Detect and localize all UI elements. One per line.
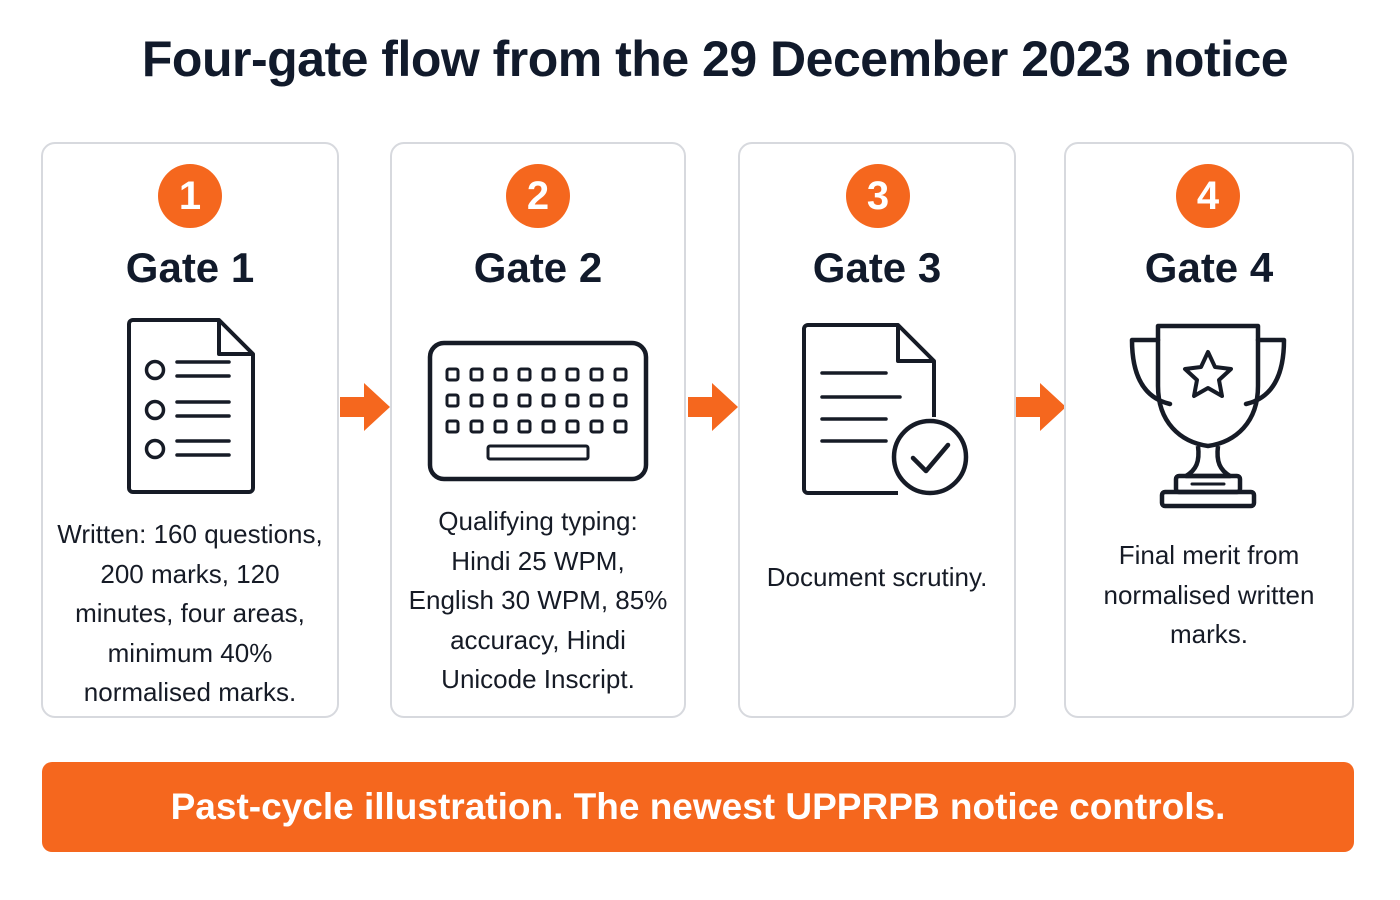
gate-title-2: Gate 2 (473, 244, 603, 291)
gate-title-4: Gate 4 (1144, 244, 1274, 291)
gate-card-2: 2 Gate 2 (390, 142, 686, 718)
trophy-icon (1129, 323, 1287, 509)
gate-number-badge-2: 2 (506, 164, 570, 228)
gate-number-badge-4: 4 (1176, 164, 1240, 228)
flow-arrow-1-to-2 (340, 383, 390, 431)
gate-card-1: 1 Gate 1 Written: 160 questions, 200 mar… (41, 142, 339, 718)
gate-card-4: 4 Gate 4 Final merit from normalised wri… (1064, 142, 1354, 718)
checklist-document-icon (127, 318, 255, 494)
gate-title-1: Gate 1 (125, 244, 255, 291)
document-check-icon (802, 323, 969, 496)
flow-arrow-2-to-3 (688, 383, 738, 431)
gate-title-3: Gate 3 (812, 244, 942, 291)
keyboard-icon (427, 340, 649, 482)
gate-number-badge-1: 1 (158, 164, 222, 228)
footer-notice-banner: Past-cycle illustration. The newest UPPR… (42, 762, 1354, 852)
gate-card-3: 3 Gate 3 Document scrutiny. (738, 142, 1016, 718)
gate-description-4: Final merit from normalised written mark… (1103, 540, 1315, 649)
diagram-title: Four-gate flow from the 29 December 2023… (141, 31, 1289, 87)
gate-description-3: Document scrutiny. (766, 562, 988, 592)
gate-number-badge-3: 3 (846, 164, 910, 228)
flow-arrow-3-to-4 (1016, 383, 1066, 431)
gate-description-2: Qualifying typing: Hindi 25 WPM, English… (408, 506, 668, 694)
gate-description-1: Written: 160 questions, 200 marks, 120 m… (57, 519, 323, 707)
